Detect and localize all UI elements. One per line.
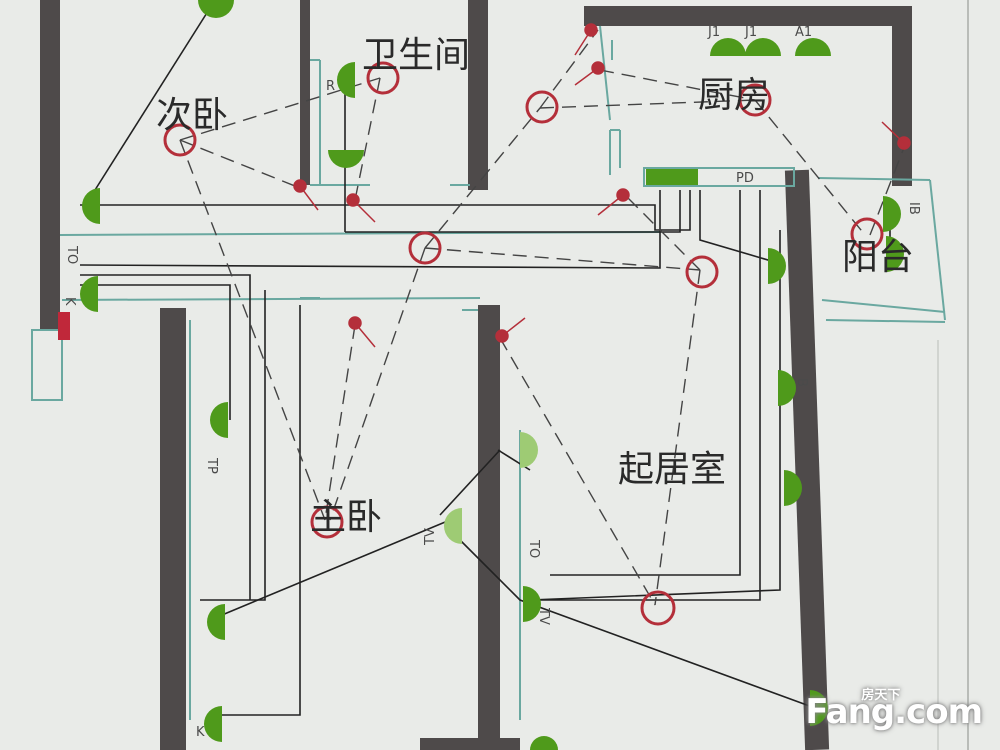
room-label-master-bedroom: 主卧 [310, 497, 383, 538]
tag-tv-master: TV [423, 528, 438, 546]
tag-a1: A1 [795, 25, 812, 40]
room-label-kitchen: 厨房 [698, 75, 771, 116]
wiring [79, 7, 891, 716]
socket-kitchen-j1b [745, 38, 781, 56]
wall-kitchen-right [892, 6, 912, 186]
switch-legs [179, 29, 906, 606]
switch-living-door [495, 317, 526, 343]
tag-k-left: K [62, 297, 77, 306]
tag-k-bottom: K [196, 725, 205, 740]
socket-bedroom2-wall1 [82, 188, 100, 224]
lamp-living-room [640, 590, 676, 626]
walls [40, 0, 912, 750]
socket-living-right2 [784, 470, 802, 506]
lamp-dining [685, 255, 719, 289]
tag-r-bath: R [326, 79, 335, 94]
socket-bottom-edge [530, 736, 558, 750]
lamp-master-bedroom [310, 505, 344, 539]
socket-living-b [778, 370, 796, 406]
room-label-bathroom: 卫生间 [362, 35, 471, 76]
switch-dining [597, 188, 630, 216]
wall-master-left [160, 308, 186, 750]
tag-tp: TP [204, 457, 219, 474]
room-label-second-bedroom: 次卧 [156, 95, 229, 136]
socket-balcony-2 [886, 236, 904, 272]
tag-pd: PD [736, 171, 754, 186]
tag-j1-b: J1 [744, 25, 757, 40]
tag-to-left: TO [64, 245, 79, 264]
tag-j1-a: J1 [707, 25, 720, 40]
socket-master-tv [444, 508, 462, 544]
room-label-living-room: 起居室 [618, 449, 727, 490]
lamp-bathroom [366, 61, 400, 95]
lamp-second-bedroom [163, 123, 197, 157]
distribution-box [58, 312, 70, 340]
lamp-kitchen [738, 83, 772, 117]
switch-bath-door [293, 179, 319, 211]
switch-balcony [881, 121, 911, 150]
wall-master-right [478, 305, 500, 750]
tag-tv-living: TV [536, 607, 551, 625]
socket-kitchen-a1 [795, 38, 831, 56]
watermark-main-text: Fang.com [805, 692, 983, 732]
socket-tags: TO K R J1 J1 A1 PD IB TP TV TO TV B K [62, 25, 921, 740]
socket-kitchen-j1a [710, 38, 746, 56]
socket-bath-r [337, 62, 355, 98]
socket-bedroom2-wall2 [80, 276, 98, 312]
wall-bottom [420, 738, 520, 750]
socket-living-bottom [810, 690, 828, 726]
socket-master-bottom [204, 706, 222, 742]
switch-kitchen-door1 [574, 23, 598, 56]
socket-master-tp [210, 402, 228, 438]
lamp-hallway [408, 231, 442, 265]
wall-left-upper [40, 0, 60, 330]
wall-kitchen-top [584, 6, 910, 26]
tag-b-right: B [794, 378, 809, 387]
socket-living-tv [523, 586, 541, 622]
watermark-logo: 房天下 Fang.com [805, 684, 983, 732]
socket-balcony-ib [883, 196, 901, 232]
switch-bedroom2-door [346, 193, 376, 223]
lamp-hallway-upper [525, 90, 559, 124]
socket-bath-w [328, 150, 364, 168]
socket-dining [768, 248, 786, 284]
switch-master-door [348, 316, 376, 348]
lamp-balcony [850, 217, 884, 251]
kitchen-appliance-bar [646, 169, 698, 185]
wall-bathroom-right [468, 0, 488, 190]
wall-living-right [784, 169, 830, 750]
socket-living-to [520, 432, 538, 468]
switch-kitchen-door2 [574, 61, 605, 86]
sockets [80, 0, 904, 750]
socket-bedroom2-top [198, 0, 234, 18]
room-label-balcony: 阳台 [842, 237, 915, 278]
tag-ib: IB [906, 202, 921, 215]
tag-to-living: TO [526, 539, 541, 558]
socket-master-bed [207, 604, 225, 640]
watermark-top-text: 房天下 [861, 688, 901, 703]
ceiling-lamps [163, 61, 884, 626]
switches [293, 23, 911, 348]
wall-bathroom-left [300, 0, 310, 185]
